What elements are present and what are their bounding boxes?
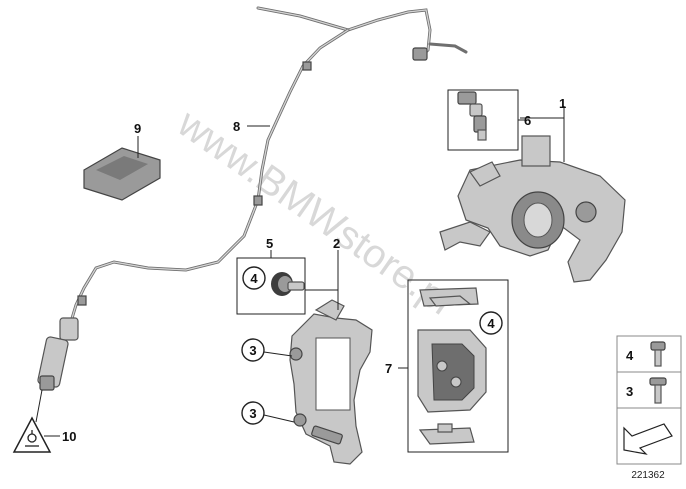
- brake-pad-set: [417, 287, 487, 445]
- svg-text:4: 4: [250, 271, 258, 286]
- svg-text:4: 4: [487, 316, 495, 331]
- warning-triangle-icon: [12, 416, 52, 453]
- callout-10: 10: [62, 429, 76, 444]
- callout-3-circle-b: 3: [241, 401, 265, 425]
- bolt-icon: [650, 341, 666, 367]
- callout-8: 8: [233, 119, 240, 134]
- bolt-legend: 4 3: [616, 335, 682, 465]
- caliper-carrier: [289, 299, 373, 465]
- wear-sensor-cable: [37, 6, 468, 391]
- arrow-icon: [623, 423, 673, 455]
- grease-pad: [83, 147, 161, 201]
- figure-number: 221362: [631, 470, 665, 481]
- callout-5: 5: [266, 236, 273, 251]
- callout-1: 1: [559, 96, 566, 111]
- bolt-icon: [649, 377, 667, 404]
- legend-label-3: 3: [626, 384, 633, 399]
- brake-caliper: [439, 135, 626, 283]
- callout-4-circle-a: 4: [242, 266, 266, 290]
- callout-2: 2: [333, 236, 340, 251]
- callout-4-circle-b: 4: [479, 311, 503, 335]
- callout-3-circle-a: 3: [241, 338, 265, 362]
- callout-6: 6: [524, 113, 531, 128]
- guide-sleeve: [271, 272, 305, 296]
- svg-text:3: 3: [249, 343, 256, 358]
- callout-9: 9: [134, 121, 141, 136]
- bleed-screw: [457, 91, 487, 141]
- legend-label-4: 4: [626, 348, 634, 363]
- callout-7: 7: [385, 361, 392, 376]
- svg-text:3: 3: [249, 406, 256, 421]
- leader-lines: [35, 89, 565, 453]
